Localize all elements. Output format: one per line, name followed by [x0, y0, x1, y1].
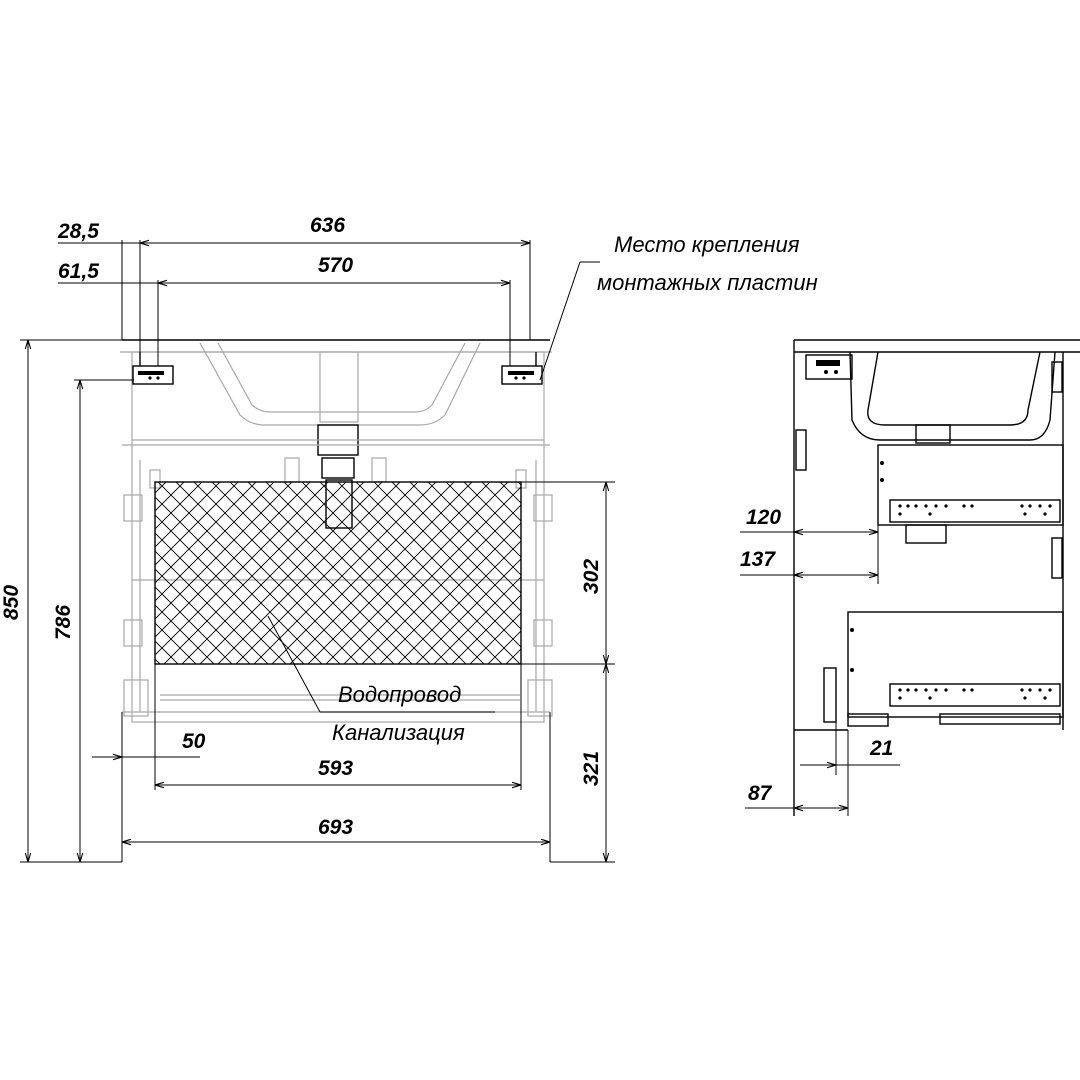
utilities-zone [154, 481, 522, 665]
dim-137: 137 [740, 548, 776, 571]
dim-21: 21 [869, 737, 893, 760]
dim-87: 87 [748, 782, 773, 805]
dim-120: 120 [746, 506, 781, 529]
dim-570: 570 [318, 254, 353, 277]
mounting-plate-left [132, 352, 174, 385]
dim-302: 302 [580, 559, 603, 594]
dim-693: 693 [318, 816, 353, 839]
front-view: 636 570 28,5 61,5 Место крепления монтаж… [0, 214, 818, 863]
label-mount-line1: Место крепления [614, 232, 800, 257]
dim-636: 636 [310, 214, 345, 237]
dim-850: 850 [0, 585, 23, 620]
dim-50: 50 [182, 730, 206, 753]
dim-61-5: 61,5 [58, 260, 99, 283]
dim-321: 321 [580, 751, 603, 786]
dim-786: 786 [52, 605, 75, 640]
label-water: Водопровод [338, 682, 461, 707]
dim-593: 593 [318, 757, 353, 780]
label-mount-line2: монтажных пластин [597, 270, 818, 295]
dim-28-5: 28,5 [57, 220, 99, 243]
label-sewer: Канализация [332, 720, 465, 745]
mounting-plate-right [501, 352, 543, 385]
side-view: 120 137 21 87 [740, 339, 1080, 816]
